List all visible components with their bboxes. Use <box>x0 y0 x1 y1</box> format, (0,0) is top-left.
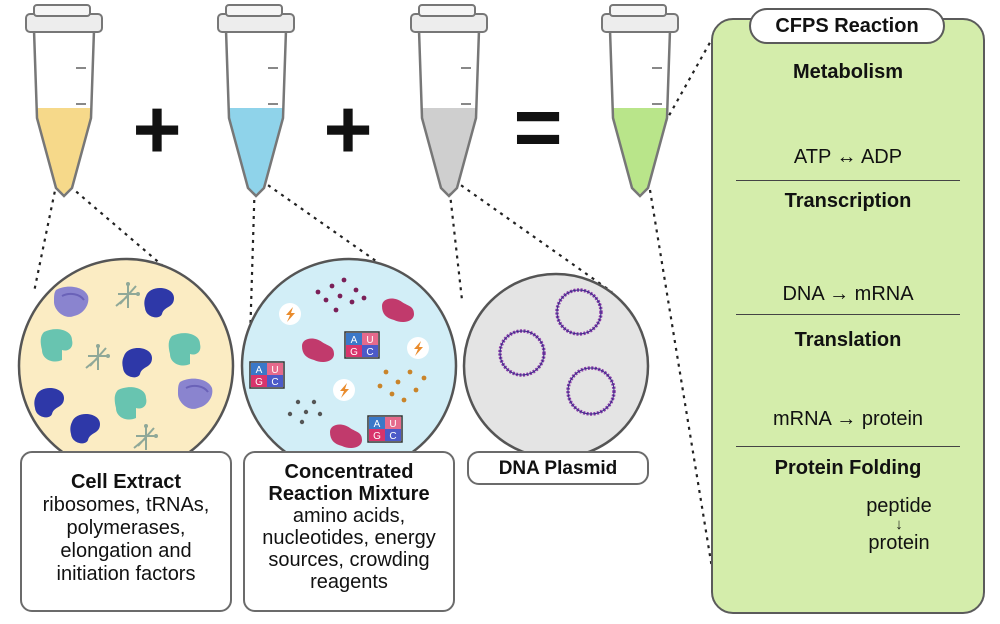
plus-sign-1: + <box>132 82 181 176</box>
cell-extract-card: Cell Extract ribosomes, tRNAs, polymeras… <box>20 451 232 612</box>
codon-1-u: U <box>366 335 373 346</box>
equals-sign: = <box>513 80 562 174</box>
reaction-mixture-title: Concentrated Reaction Mixture <box>268 461 430 505</box>
section-divider-1 <box>736 180 960 181</box>
reaction-mixture-circle: A U G C A U G C A U G C <box>240 257 458 475</box>
dna-plasmid-card: DNA Plasmid <box>467 451 649 485</box>
cfps-reaction-panel <box>711 18 985 614</box>
transcription-heading: Transcription <box>784 190 912 212</box>
section-divider-3 <box>736 446 960 447</box>
cfps-result-tube <box>600 3 680 198</box>
cfps-reaction-title: CFPS Reaction <box>749 8 945 44</box>
codon-2-u: U <box>271 365 278 376</box>
dna-plasmid-title: DNA Plasmid <box>498 458 618 479</box>
codon-card-3: A U G C <box>367 415 403 443</box>
codon-1-g: G <box>350 347 358 358</box>
metabolism-detail: ATP ↔ ADP <box>793 146 903 168</box>
cell-extract-tube <box>24 3 104 198</box>
codon-3-g: G <box>373 431 381 442</box>
peptide-label: peptide <box>866 495 932 517</box>
translation-heading: Translation <box>794 329 902 351</box>
plus-sign-2: + <box>323 82 372 176</box>
reaction-mixture-card: Concentrated Reaction Mixture amino acid… <box>243 451 455 612</box>
codon-1-c: C <box>366 347 373 358</box>
codon-card-1: A U G C <box>344 331 380 359</box>
dna-plasmid-circle <box>462 272 650 460</box>
translation-detail: mRNA → protein <box>772 408 924 430</box>
reaction-mixture-tube <box>216 3 296 198</box>
reaction-mixture-description: amino acids, nucleotides, energy sources… <box>262 505 436 593</box>
protein-folding-heading: Protein Folding <box>774 457 922 479</box>
section-divider-2 <box>736 314 960 315</box>
codon-3-a: A <box>374 419 381 430</box>
protein-folding-detail: peptide ↓ protein <box>840 496 958 554</box>
protein-label: protein <box>868 532 930 554</box>
cell-extract-circle <box>17 257 235 475</box>
cell-extract-title: Cell Extract <box>70 471 182 493</box>
metabolism-heading: Metabolism <box>792 61 904 83</box>
codon-3-u: U <box>389 419 396 430</box>
cell-extract-description: ribosomes, tRNAs, polymerases, elongatio… <box>42 494 210 585</box>
codon-1-a: A <box>351 335 358 346</box>
codon-card-2: A U G C <box>249 361 285 389</box>
codon-2-g: G <box>255 377 263 388</box>
dna-plasmid-tube <box>409 3 489 198</box>
codon-2-c: C <box>271 377 278 388</box>
codon-3-c: C <box>389 431 396 442</box>
down-arrow-icon: ↓ <box>895 516 903 533</box>
transcription-detail: DNA → mRNA <box>782 283 914 305</box>
codon-2-a: A <box>256 365 263 376</box>
